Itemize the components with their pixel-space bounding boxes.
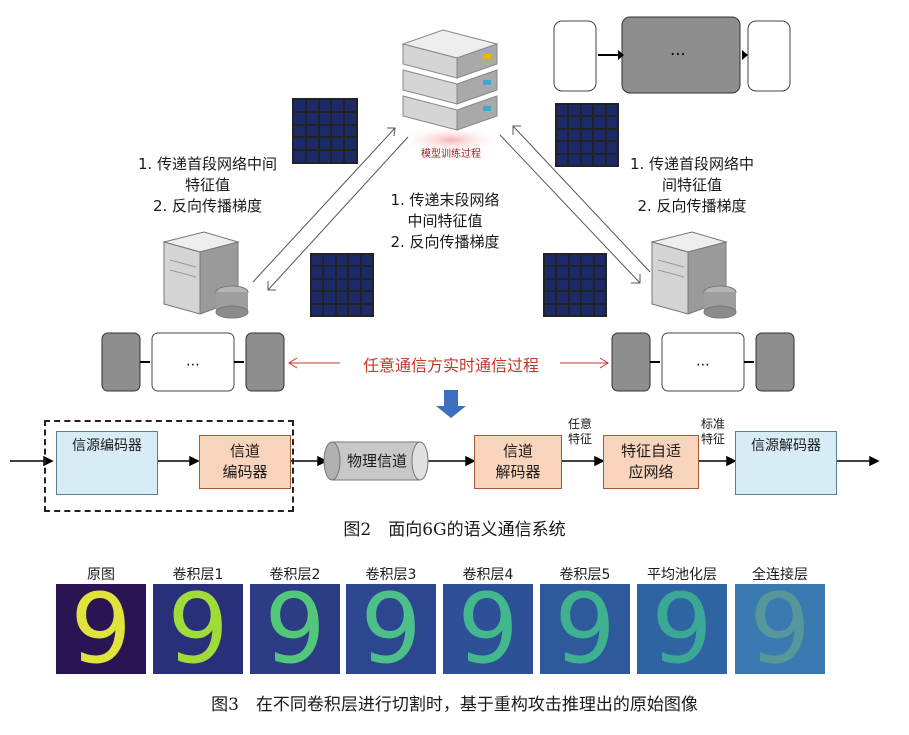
- thumb-label: 卷积层2: [269, 567, 321, 583]
- reconstructed-image: 9: [153, 584, 243, 674]
- svg-text:⋯: ⋯: [696, 357, 710, 373]
- svg-text:⋯: ⋯: [186, 357, 200, 373]
- reconstructed-image: 9: [540, 584, 630, 674]
- feature-adapter-box: 特征自适 应网络: [603, 435, 699, 489]
- source-encoder-box: 信源编码器: [56, 431, 158, 495]
- any-feature-label: 任意 特征: [567, 417, 592, 446]
- reconstructed-image: 9: [56, 584, 146, 674]
- feature-map-grid: [292, 98, 358, 164]
- right-annotation: 1. 传递首段网络中 间特征值 2. 反向传播梯度: [629, 155, 755, 215]
- channel-decoder-box: 信道 解码器: [474, 435, 562, 489]
- left-network-strip: ⋯: [100, 331, 290, 393]
- center-annotation: 1. 传递末段网络 中间特征值 2. 反向传播梯度: [390, 191, 500, 251]
- thumb-label: 卷积层1: [172, 567, 224, 583]
- feature-map-grid: [310, 253, 374, 317]
- left-client-server-icon: [160, 230, 250, 320]
- thumb-label: 卷积层3: [365, 567, 417, 583]
- reconstructed-image: 9: [346, 584, 436, 674]
- thumb-label: 平均池化层: [647, 567, 717, 583]
- right-client-server-icon: [648, 230, 738, 320]
- central-server-icon: [393, 22, 505, 154]
- right-network-strip: ⋯: [610, 331, 800, 393]
- thumb-label: 全连接层: [752, 567, 808, 583]
- source-decoder-box: 信源解码器: [735, 431, 837, 495]
- thumb-label: 原图: [87, 567, 115, 583]
- reconstructed-image: 9: [637, 584, 727, 674]
- server-label: 模型训练过程: [421, 149, 481, 160]
- reconstructed-image: 9: [735, 584, 825, 674]
- standard-feature-label: 标准 特征: [700, 417, 725, 446]
- top-right-network-panel: ⋯: [552, 15, 794, 95]
- feature-map-grid: [543, 253, 607, 317]
- feature-map-grid: [555, 103, 619, 167]
- realtime-label: 任意通信方实时通信过程: [362, 356, 539, 375]
- channel-encoder-box: 信道 编码器: [199, 435, 291, 489]
- thumb-label: 卷积层4: [462, 567, 514, 583]
- left-annotation: 1. 传递首段网络中间 特征值 2. 反向传播梯度: [137, 155, 278, 215]
- figure3-caption: 图3 在不同卷积层进行切割时，基于重构攻击推理出的原始图像: [211, 695, 698, 715]
- reconstructed-image: 9: [250, 584, 340, 674]
- thumb-label: 卷积层5: [559, 567, 611, 583]
- physical-channel-cylinder: [322, 440, 430, 482]
- svg-text:⋯: ⋯: [670, 44, 686, 63]
- encoder-group-dashed: [44, 420, 294, 512]
- reconstructed-image: 9: [443, 584, 533, 674]
- physical-channel-label: 物理信道: [346, 452, 407, 470]
- figure2-caption: 图2 面向6G的语义通信系统: [343, 520, 566, 540]
